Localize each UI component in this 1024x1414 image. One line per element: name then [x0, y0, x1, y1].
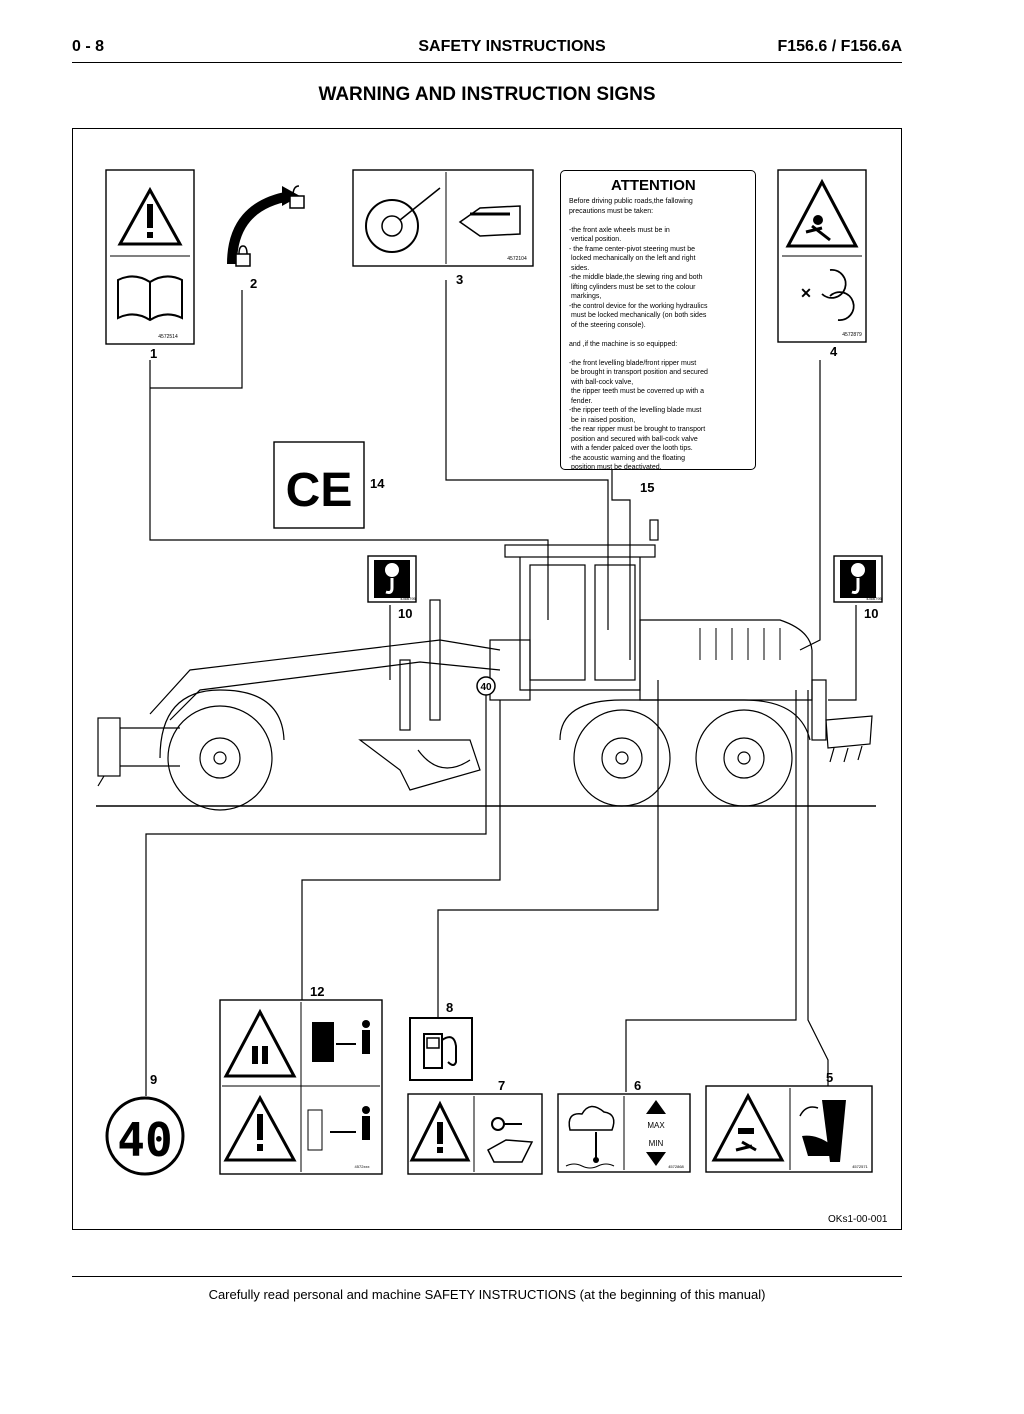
- attention-sign: ATTENTION Before driving public roads,th…: [560, 170, 756, 470]
- attention-heading: ATTENTION: [611, 177, 696, 194]
- sign-number-8: 8: [446, 1000, 453, 1015]
- page-title: WARNING AND INSTRUCTION SIGNS: [318, 84, 656, 105]
- sign-6: MAX MIN 4572868: [557, 1093, 691, 1173]
- svg-text:MAX: MAX: [647, 1121, 665, 1130]
- sign-12: 4572xxx: [219, 999, 383, 1175]
- sign-number-5: 5: [826, 1070, 833, 1085]
- sign-2: [227, 185, 305, 267]
- attention-line: vertical position.: [569, 236, 622, 243]
- attention-line: with a fender palced over the looth tips…: [569, 445, 693, 452]
- svg-text:MIN: MIN: [649, 1139, 664, 1148]
- attention-line: -the ripper teeth of the levelling blade…: [569, 407, 702, 414]
- sign-9-speed-limit: 40: [105, 1096, 185, 1176]
- attention-line: -the control device for the working hydr…: [569, 302, 708, 310]
- sign-10-right: 4366795: [833, 555, 883, 603]
- sign-number-7: 7: [498, 1078, 505, 1093]
- attention-text: Before driving public roads,the fallowin…: [569, 197, 747, 470]
- sign-4: ✕ 4572879: [777, 169, 867, 343]
- leader-3: [445, 280, 609, 630]
- sign-number-10-right: 10: [864, 606, 878, 621]
- attention-line: precautions must be taken:: [569, 207, 654, 215]
- attention-line: sides.: [569, 264, 590, 272]
- leader-6: [625, 690, 797, 1092]
- sign-number-1: 1: [150, 346, 157, 361]
- attention-line: [569, 216, 747, 226]
- page-number: 0 - 8: [72, 38, 105, 55]
- attention-line: - the frame center-pivot steering must b…: [569, 245, 696, 253]
- figure-reference: OKs1-00-001: [828, 1214, 888, 1225]
- svg-text:✕: ✕: [800, 285, 812, 301]
- attention-line: and ,if the machine is so equipped:: [569, 340, 678, 348]
- leader-9: [145, 690, 487, 1096]
- leader-10b: [828, 605, 857, 701]
- svg-text:4572868: 4572868: [668, 1164, 684, 1169]
- sign-number-10-left: 10: [398, 606, 412, 621]
- speed-plate-label: 40: [480, 682, 492, 693]
- leader-5: [807, 690, 829, 1086]
- attention-line: the ripper teeth must be coverred up wit…: [569, 388, 705, 395]
- sign-14-ce: CE: [273, 441, 365, 529]
- leader-2: [150, 290, 243, 389]
- motor-grader: [97, 519, 873, 811]
- footer-note: Carefully read personal and machine SAFE…: [208, 1287, 766, 1302]
- sign-number-14: 14: [370, 476, 385, 491]
- machine-diagram: 40 4572514 1 2 4572104 3: [96, 169, 883, 1176]
- sign-1: 4572514: [105, 169, 195, 345]
- svg-text:4572xxx: 4572xxx: [355, 1164, 370, 1169]
- svg-text:4366795: 4366795: [866, 596, 882, 601]
- sign-number-15: 15: [640, 480, 654, 495]
- svg-text:4572571: 4572571: [852, 1164, 868, 1169]
- attention-line: position and secured with ball-cock valv…: [569, 435, 698, 443]
- attention-line: must be locked mechanically (on both sid…: [569, 312, 707, 319]
- leader-1: [149, 360, 549, 620]
- model-number: F156.6 / F156.6A: [777, 38, 902, 55]
- attention-line: be in raised position,: [569, 416, 636, 424]
- attention-line: position must be deactivated.: [569, 464, 662, 470]
- sign-3: 4572104: [352, 169, 534, 267]
- sign-number-2: 2: [250, 276, 257, 291]
- leader-15: [611, 470, 631, 660]
- sign-number-3: 3: [456, 272, 463, 287]
- svg-text:4572514: 4572514: [158, 334, 178, 340]
- header-rule: [72, 62, 902, 63]
- attention-line: -the middle blade,the slewing ring and b…: [569, 274, 703, 281]
- attention-line: be brought in transport position and sec…: [569, 369, 708, 376]
- attention-line: fender.: [569, 397, 593, 405]
- sign-8: [409, 1017, 473, 1081]
- svg-text:CE: CE: [286, 464, 353, 517]
- sign-number-9: 9: [150, 1072, 157, 1087]
- figure-frame: [72, 128, 902, 1230]
- attention-line: -the rear ripper must be brought to tran…: [569, 426, 706, 433]
- leader-8: [437, 680, 659, 1018]
- attention-line: Before driving public roads,the fallowin…: [569, 198, 693, 205]
- attention-line: -the front axle wheels must be in: [569, 226, 670, 234]
- leader-12: [301, 700, 501, 1000]
- sign-10-left: 4366795: [367, 555, 417, 603]
- speed-plate-on-machine: [476, 676, 496, 696]
- attention-line: with ball-cock valve,: [569, 378, 634, 386]
- footer-rule: [72, 1276, 902, 1277]
- svg-text:4572879: 4572879: [842, 332, 862, 338]
- sign-5: 4572571: [705, 1085, 873, 1173]
- sign-number-12: 12: [310, 984, 324, 999]
- sign-number-4: 4: [830, 344, 838, 359]
- attention-line: -the acoustic warning and the floating: [569, 454, 685, 462]
- attention-line: of the steering console).: [569, 321, 646, 329]
- section-title: SAFETY INSTRUCTIONS: [418, 38, 606, 55]
- attention-line: [569, 330, 747, 340]
- leader-4: [799, 360, 821, 651]
- svg-text:4572104: 4572104: [507, 256, 527, 262]
- attention-line: [569, 349, 747, 359]
- svg-text:4366795: 4366795: [400, 596, 416, 601]
- attention-line: markings,: [569, 293, 602, 300]
- sign-number-6: 6: [634, 1078, 641, 1093]
- attention-line: -the front levelling blade/front ripper …: [569, 359, 697, 367]
- svg-text:40: 40: [117, 1113, 172, 1167]
- attention-line: locked mechanically on the left and righ…: [569, 255, 696, 262]
- sign-7: [407, 1093, 543, 1175]
- attention-line: lifting cylinders must be set to the col…: [569, 283, 696, 291]
